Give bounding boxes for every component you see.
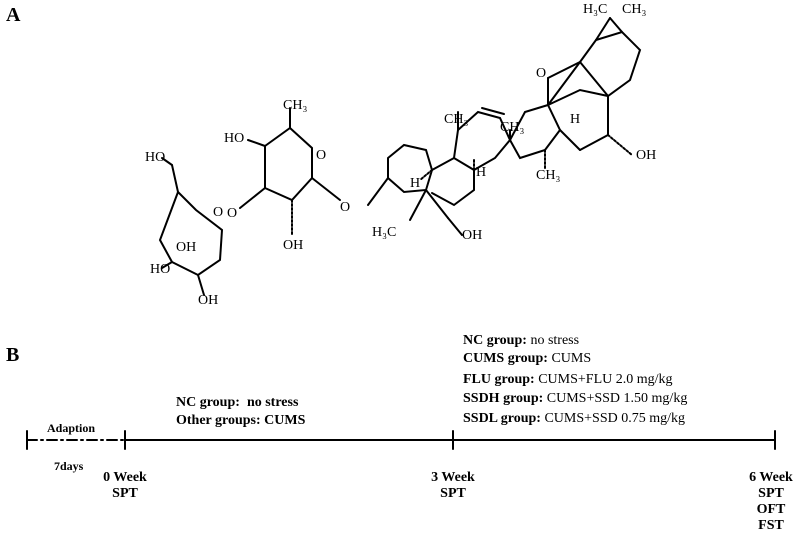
glc-ch2-bond [171, 164, 179, 193]
oh-c16-bond [607, 134, 633, 156]
phase2-text-ssdh: CUMS+SSD 1.50 mg/kg [546, 391, 688, 406]
h3c-c4-label: H₃C [372, 225, 397, 240]
point-6-test-2: OFT [756, 502, 786, 517]
phase2-text-cums: CUMS [551, 351, 592, 366]
o-glyc-label: O [340, 200, 351, 215]
ether-bridge [547, 61, 581, 79]
phase1-line1-text: no stress [246, 395, 299, 410]
phase2-text-nc: no stress [530, 333, 580, 348]
phase1-line1: NC group: no stress [176, 395, 298, 411]
ch3-c8-label: CH₃ [500, 120, 525, 135]
h-c5-bond [419, 169, 433, 181]
phase2-group-flu: FLU group [463, 372, 531, 387]
h-c9-label: H [476, 165, 487, 180]
point-3-test-1: SPT [440, 486, 466, 501]
phase2-group-ssdh: SSDH group [463, 391, 539, 406]
phase2-line3: FLU group: CUMS+FLU 2.0 mg/kg [463, 372, 673, 387]
ring-e [547, 30, 642, 106]
point-3-week-label: 3 Week [431, 470, 475, 485]
adaption-label: Adaption [47, 421, 96, 435]
glc-ch2oh-bond [161, 157, 173, 166]
phase2-group-cums: CUMS group [463, 351, 544, 366]
phase1-line1-group: NC group [176, 395, 236, 410]
point-0-week-label: 0 Week [103, 470, 147, 485]
bridge-bond [579, 61, 609, 97]
ho-c4-glc-label: HO [150, 262, 171, 277]
phase2-line4: SSDH group: CUMS+SSD 1.50 mg/kg [463, 391, 688, 406]
phase1-line2: Other groups: CUMS [176, 413, 305, 429]
ch3-top-right-label: CH₃ [622, 2, 647, 17]
ho-glc-primary-label: HO [145, 150, 166, 165]
methyl-c4-bond [409, 189, 427, 221]
ring-a [387, 143, 434, 194]
ring-b [431, 156, 475, 207]
phase2-line2: CUMS group: CUMS [463, 351, 592, 366]
phase2-group-ssdl: SSDL group [463, 411, 537, 426]
ch3-c14-label: CH₃ [536, 168, 561, 183]
phase1-line2-text: CUMS [264, 413, 306, 428]
adaption-duration: 7days [54, 459, 84, 473]
phase2-group-nc: NC group [463, 333, 523, 348]
phase2-line5: SSDL group: CUMS+SSD 0.75 mg/kg [463, 411, 685, 426]
panel-a-label: A [6, 4, 21, 26]
ring-f-b [579, 134, 609, 151]
phase1-line1-sep: : [235, 395, 240, 410]
glc-oh2-bond [197, 274, 205, 296]
oh-c2-glc-label: OH [198, 293, 219, 308]
fucose-ring [264, 126, 313, 202]
phase2-text-flu: CUMS+FLU 2.0 mg/kg [538, 372, 673, 387]
ch3-c10-label: CH₃ [444, 112, 469, 127]
panel-b-label: B [6, 344, 20, 366]
gem-dimethyl-b [609, 17, 623, 33]
oh-c3-glc-label: OH [176, 240, 197, 255]
ring-f-c [559, 129, 581, 151]
gem-dimethyl-a [595, 17, 611, 41]
o-bridge-label: O [536, 66, 547, 81]
fuc-link-bond [239, 187, 266, 209]
h-bridge-label: H [570, 112, 581, 127]
point-0-test-1: SPT [112, 486, 138, 501]
ch3-label: CH₃ [283, 98, 308, 113]
timeline [26, 430, 776, 450]
glc-oh4-bond [161, 261, 173, 269]
glyc-bond [367, 177, 389, 206]
chemical-structure [26, 17, 776, 450]
point-3-week: 3 Week SPT [423, 470, 483, 502]
point-6-week: 6 Week SPT OFT FST [741, 470, 797, 534]
point-6-test-3: FST [758, 518, 784, 533]
phase1-line2-group: Other groups [176, 413, 256, 428]
point-6-test-1: SPT [758, 486, 784, 501]
o-ring-glc-label: O [213, 205, 224, 220]
o-link-glc-label: O [227, 206, 238, 221]
fuc-glyc-bond [311, 177, 341, 201]
oh-ch2-label: OH [462, 228, 483, 243]
phase2-text-ssdl: CUMS+SSD 0.75 mg/kg [544, 411, 685, 426]
oh-fuc-label: OH [283, 238, 304, 253]
phase2-line1: NC group: no stress [463, 333, 580, 348]
fuc-oh-bond [247, 139, 266, 147]
oh-c16-label: OH [636, 148, 657, 163]
glucose-ring [158, 191, 224, 277]
ch2-bond [425, 189, 449, 219]
double-bond [481, 107, 505, 115]
ch2oh-bond [447, 217, 463, 236]
point-6-week-label: 6 Week [749, 470, 793, 485]
h3c-top-label: H₃C [583, 2, 608, 17]
phase1-line2-sep: : [256, 413, 261, 428]
ho-fuc-label: HO [224, 131, 245, 146]
point-0-week: 0 Week SPT [95, 470, 155, 502]
h-c5-label: H [410, 176, 421, 191]
o-ring-fuc-label: O [316, 148, 327, 163]
